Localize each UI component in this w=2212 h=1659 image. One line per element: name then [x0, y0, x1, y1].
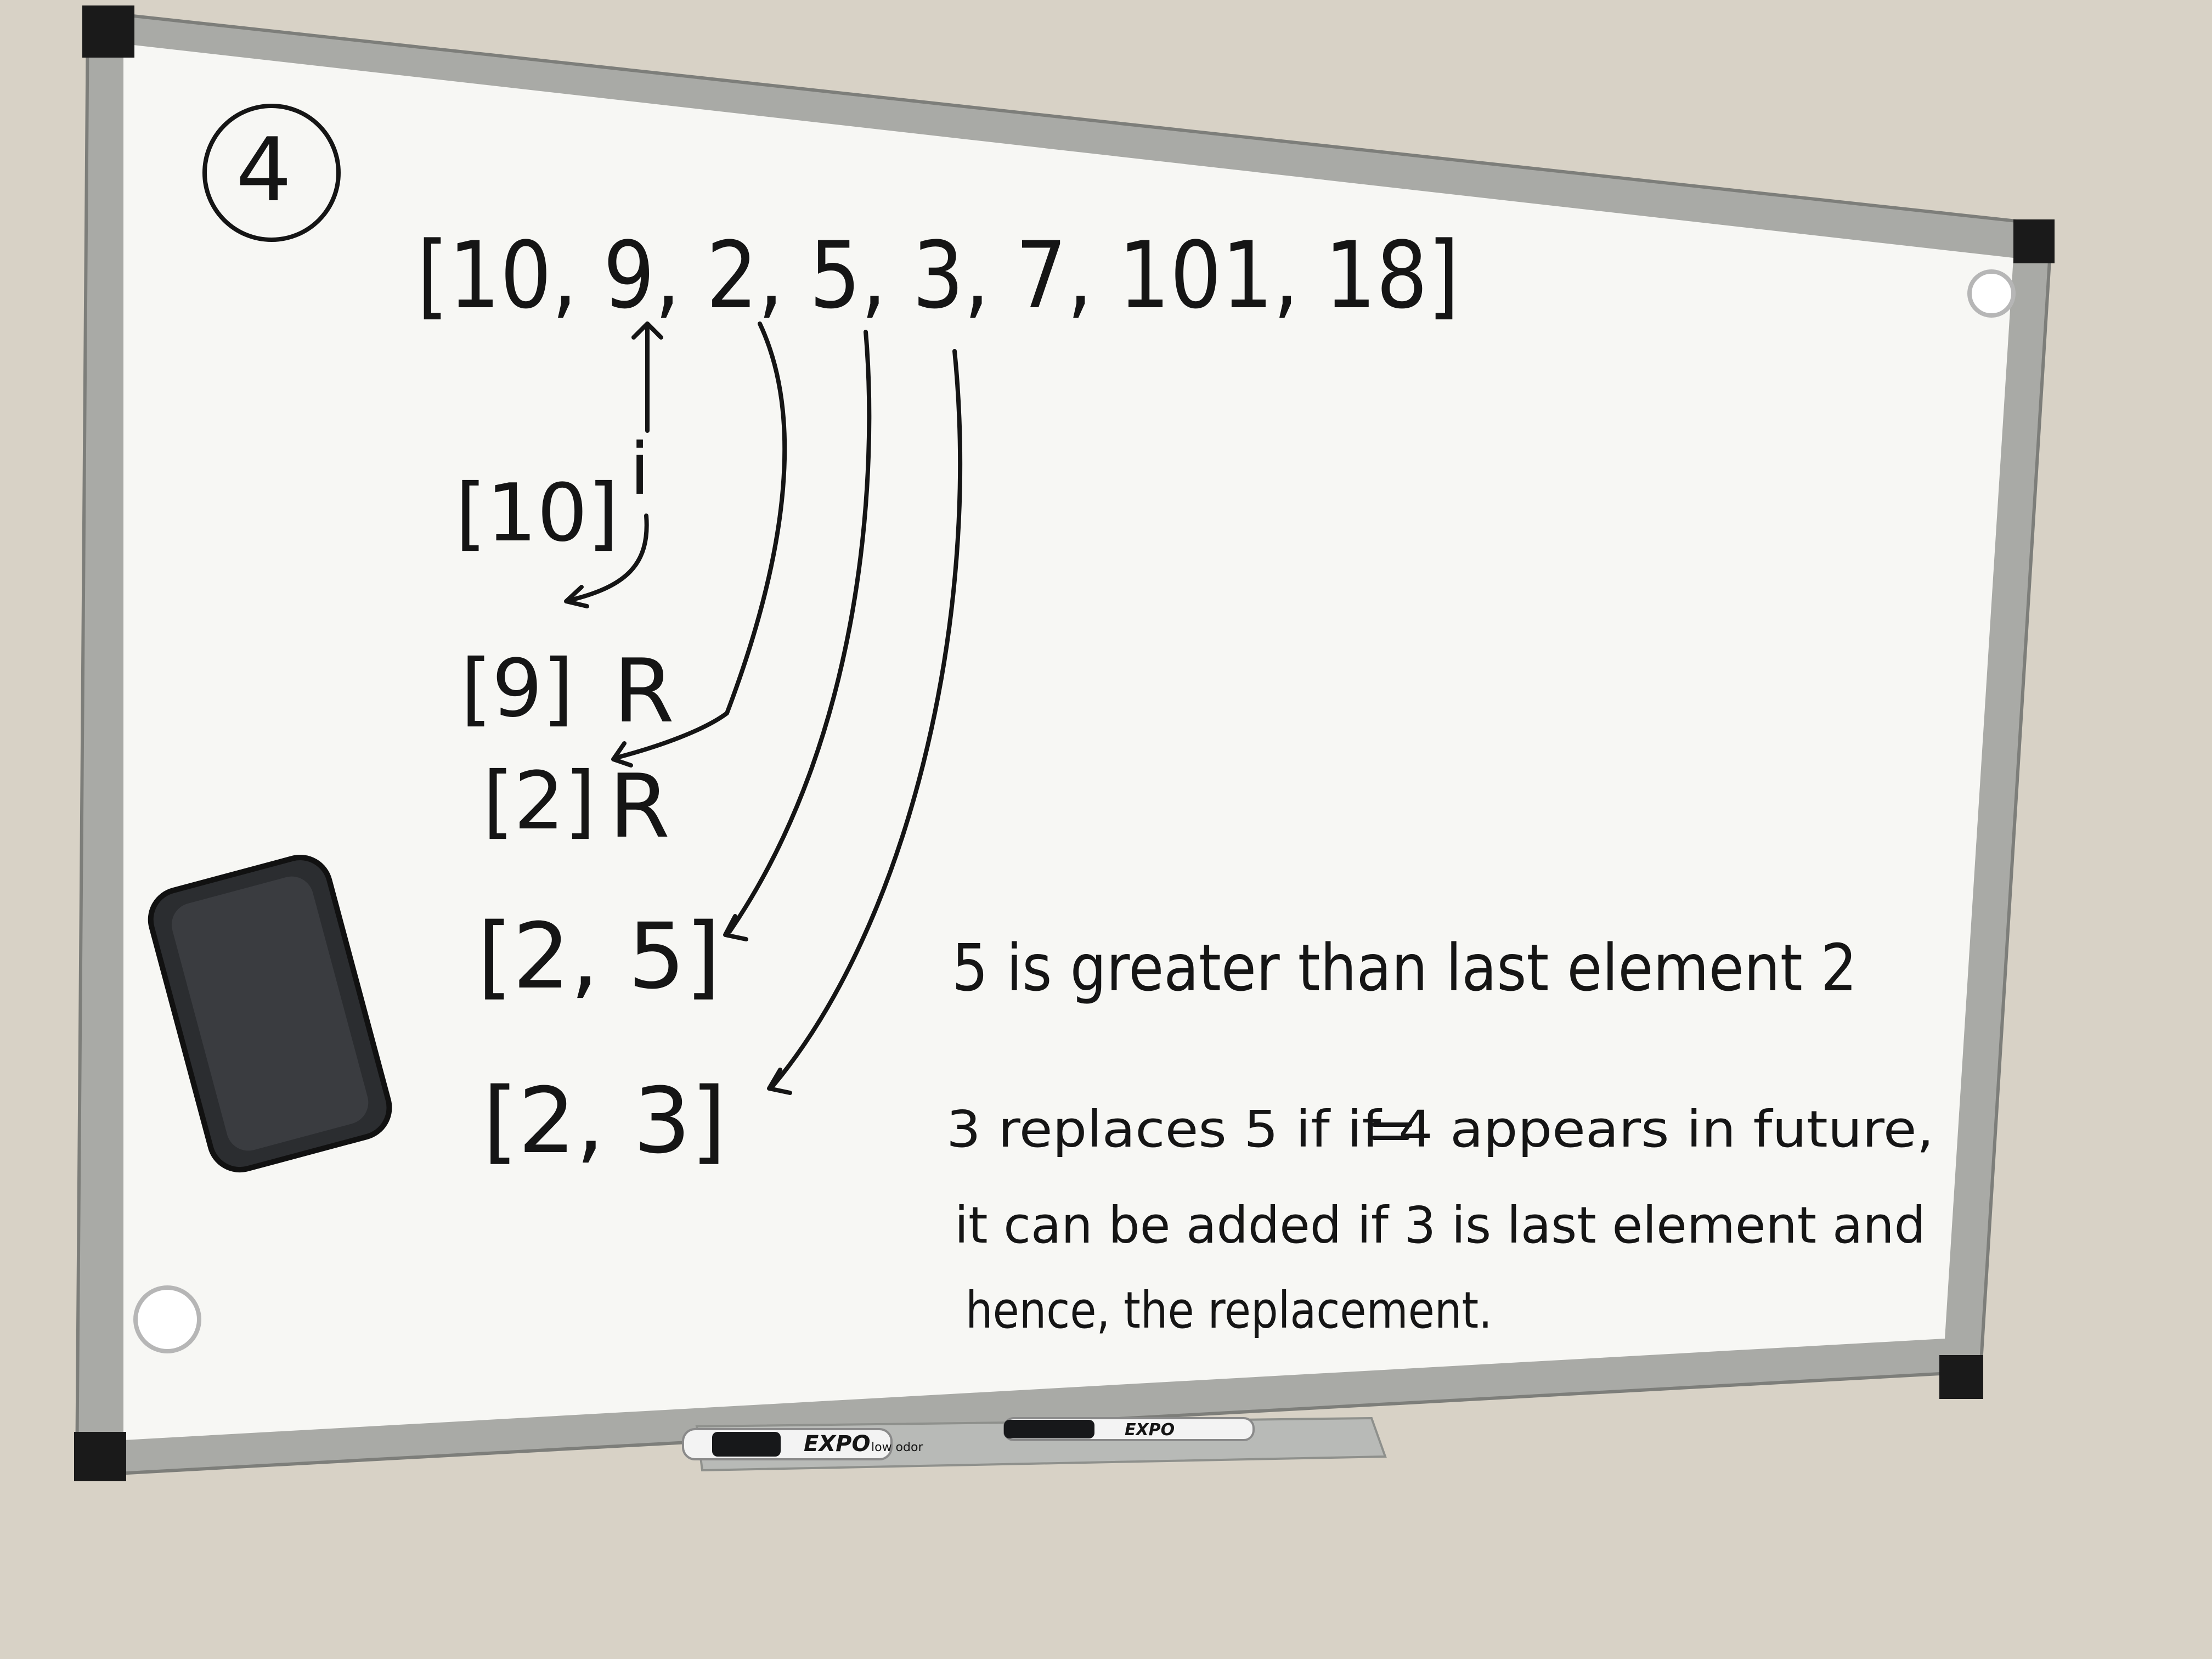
array-line: [10, 9, 2, 5, 3, 7, 101, 18]	[417, 222, 1459, 329]
whiteboard-surface	[123, 44, 2013, 1440]
stage-25-value: [2, 5]	[477, 904, 721, 1009]
marker-2: EXPO	[1003, 1417, 1255, 1441]
marker-2-cap	[1004, 1420, 1094, 1438]
explanation-notes: 5 is greater than last element 2 3 repla…	[946, 930, 1934, 1340]
whiteboard: 4 [10, 9, 2, 5, 3, 7, 101, 18] i [10] [9…	[74, 5, 2055, 1481]
marker-1: EXPO low odor	[682, 1428, 923, 1460]
arrow-head-2-to-stage-3	[611, 741, 633, 768]
frame-corner-bottom-left	[74, 1432, 126, 1481]
arrow-2-to-stage-3	[612, 321, 787, 760]
stage-23-value: [2, 3]	[483, 1068, 726, 1173]
pointer-mark: i	[630, 427, 650, 511]
arrow-5-to-stage-4	[727, 330, 872, 934]
frame-corner-top-left	[82, 5, 134, 58]
eraser-top	[171, 876, 369, 1151]
step-label: 4	[236, 119, 292, 221]
arrow-head-5-to-stage-4	[723, 914, 748, 941]
arrow-head-3-to-stage-5	[767, 1068, 792, 1095]
frame-corner-bottom-right	[1939, 1355, 1983, 1399]
note-line-3: it can be added if 3 is last element and	[955, 1196, 1926, 1255]
stage-9-value: [9]	[461, 642, 573, 735]
magnet-bottom-left	[133, 1285, 201, 1353]
arrow-head-9-to-stage-2	[564, 585, 589, 608]
marker-1-cap	[712, 1432, 781, 1457]
marker-tray: EXPO low odor EXPO	[682, 1417, 1387, 1472]
handwriting-block: 4 [10, 9, 2, 5, 3, 7, 101, 18] i [10] [9…	[202, 104, 1934, 1340]
frame-corner-top-right	[2013, 219, 2055, 263]
stage-10-value: [10]	[455, 467, 619, 560]
stage-2-value: [2]	[483, 755, 595, 848]
stage-2-mark: R	[609, 755, 670, 857]
note-line-2: 3 replaces 5 if if 4 appears in future,	[946, 1100, 1934, 1159]
marker-2-brand: EXPO	[1125, 1420, 1175, 1440]
step-circle	[202, 104, 341, 242]
stage-list: [10] [9] R [2] R [2, 5] [2, 3]	[455, 467, 726, 1173]
note-strike-mark	[1372, 1122, 1412, 1140]
note-line-4: hence, the replacement.	[966, 1281, 1492, 1340]
eraser	[148, 855, 392, 1173]
marker-1-sub-label: low odor	[871, 1441, 923, 1454]
arrow-9-to-stage-2	[566, 514, 649, 603]
stage-9-mark: R	[613, 640, 674, 742]
arrow-3-to-stage-5	[771, 349, 963, 1087]
marker-1-brand: EXPO	[804, 1431, 870, 1457]
magnet-top-right	[1967, 269, 2016, 318]
pointer-arrow	[631, 321, 663, 433]
note-line-1: 5 is greater than last element 2	[952, 930, 1857, 1006]
